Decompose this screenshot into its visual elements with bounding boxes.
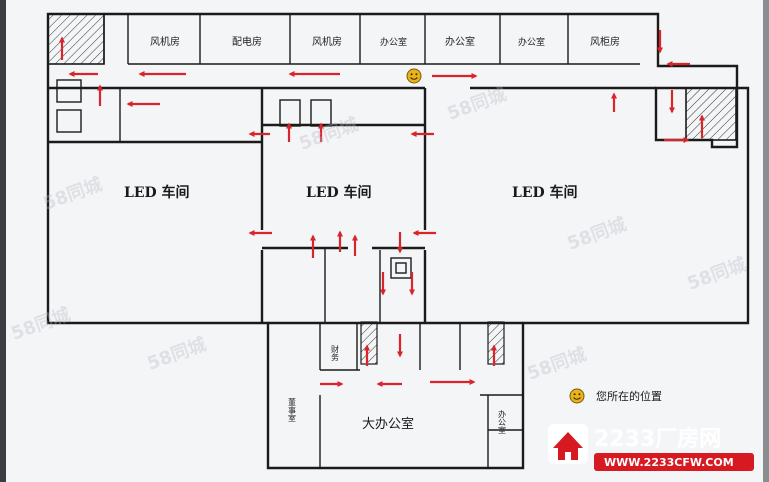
room-fan-room-2: 风机房 (312, 35, 342, 48)
house-logo-icon (548, 424, 588, 464)
stairwell-top-left (47, 13, 105, 65)
legend-you-are-here: 您所在的位置 (596, 389, 662, 403)
room-finance: 财务 (331, 344, 340, 362)
smiley-icon (569, 388, 585, 404)
room-office-2: 办公室 (445, 35, 475, 48)
you-are-here-marker (406, 68, 422, 84)
room-big-office: 大办公室 (362, 416, 414, 432)
brand-block: 2233厂房网 WWW.2233CFW.COM (548, 424, 754, 471)
room-led-workshop-right: LED 车间 (512, 184, 578, 201)
room-power-room: 配电房 (232, 35, 262, 48)
legend: 您所在的位置 (569, 388, 662, 404)
room-office-1: 办公室 (380, 36, 407, 48)
room-office-small: 办公室 (498, 409, 507, 434)
room-office-3: 办公室 (518, 36, 545, 48)
stairwell-bottom-right (487, 321, 505, 365)
stairwell-center (360, 321, 378, 365)
brand-url: WWW.2233CFW.COM (604, 456, 734, 469)
brand-name: 2233厂房网 (594, 426, 721, 452)
room-led-workshop-left: LED 车间 (124, 184, 190, 201)
stairwell-right (685, 87, 737, 141)
room-chairman: 董事室 (288, 397, 297, 422)
evacuation-arrows (59, 30, 705, 387)
brand-url-badge (594, 453, 754, 471)
board-background (4, 0, 765, 482)
room-fan-cabinet-room: 风柜房 (590, 35, 620, 48)
room-fan-room-1: 风机房 (150, 35, 180, 48)
room-led-workshop-center: LED 车间 (306, 184, 372, 201)
